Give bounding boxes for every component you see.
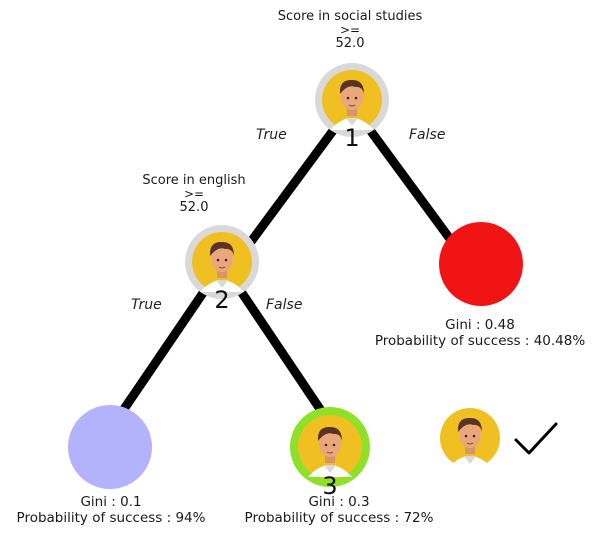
node-3-stats: Gini : 0.3 Probability of success : 72% xyxy=(226,494,452,526)
node-2-threshold: 52.0 xyxy=(179,200,209,215)
node-1 xyxy=(315,63,389,137)
checkmark-icon xyxy=(514,422,558,455)
node-2-number: 2 xyxy=(214,286,230,314)
node-2-true-label: True xyxy=(131,297,162,313)
edge-2-to-3 xyxy=(235,285,327,417)
edge-1-to-red-leaf xyxy=(365,125,458,248)
leaf-red-gini: Gini : 0.48 xyxy=(445,317,515,333)
node-1-operator: >= xyxy=(339,23,361,37)
student-avatar-icon xyxy=(321,69,383,131)
node-3-gini: Gini : 0.3 xyxy=(308,494,370,510)
node-3-number: 3 xyxy=(322,472,338,500)
node-1-condition-label: Score in social studies xyxy=(277,9,423,24)
node-3 xyxy=(290,407,370,487)
node-2 xyxy=(185,225,259,299)
leaf-red-probability: Probability of success : 40.48% xyxy=(374,333,586,349)
leaf-node-lavender xyxy=(68,405,152,489)
node-3-probability: Probability of success : 72% xyxy=(244,510,434,526)
leaf-lavender-stats: Gini : 0.1 Probability of success : 94% xyxy=(0,494,222,526)
student-avatar-icon xyxy=(439,407,501,469)
node-1-false-label: False xyxy=(409,127,446,143)
node-2-false-label: False xyxy=(266,297,303,313)
edges xyxy=(117,123,458,417)
student-avatar-icon xyxy=(191,231,253,293)
node-2-condition: Score in english >= 52.0 xyxy=(114,173,274,215)
node-1-number: 1 xyxy=(344,124,360,152)
node-2-operator: >= xyxy=(183,187,205,201)
node-1-threshold: 52.0 xyxy=(335,36,365,51)
edge-2-to-lavender-leaf xyxy=(117,285,210,417)
student-avatar-icon xyxy=(299,416,361,478)
edge-1-to-2 xyxy=(245,123,340,248)
node-1-true-label: True xyxy=(256,127,287,143)
node-2-condition-label: Score in english xyxy=(142,173,246,188)
leaf-node-red xyxy=(439,222,523,306)
leaf-lavender-probability: Probability of success : 94% xyxy=(16,510,206,526)
node-1-condition: Score in social studies >= 52.0 xyxy=(250,9,450,51)
leaf-lavender-gini: Gini : 0.1 xyxy=(80,494,142,510)
leaf-red-stats: Gini : 0.48 Probability of success : 40.… xyxy=(360,317,599,349)
